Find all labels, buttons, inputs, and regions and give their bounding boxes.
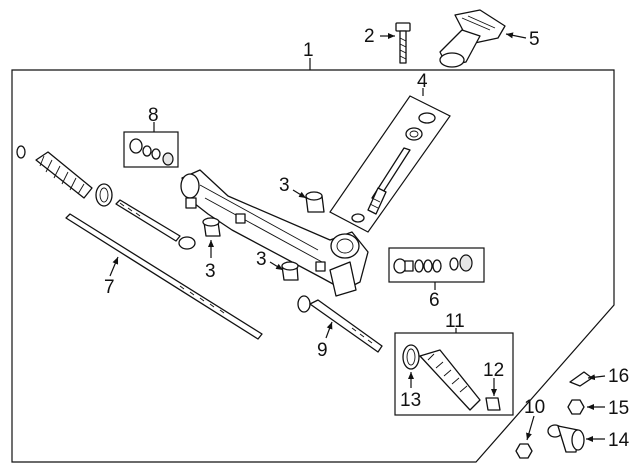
kit-6 [388,247,485,283]
assembly-border [11,69,615,463]
clip-part [569,371,593,387]
boot-cover-part [439,9,506,68]
bushing-3c [281,261,299,281]
inner-tie-rod-9 [297,295,383,353]
left-inner-tie-rod [115,199,196,250]
callout-7: 7 [104,277,115,298]
nut-part [567,399,585,415]
kit-11 [394,332,514,416]
callout-6: 6 [429,290,440,311]
bushing-3b [202,217,221,237]
callout-8: 8 [148,105,159,126]
nut-10 [515,443,533,459]
callout-3a: 3 [279,175,290,196]
left-boot [16,145,113,207]
callout-1: 1 [303,40,314,61]
leader-5 [505,32,527,39]
callout-15: 15 [608,398,629,419]
callout-11: 11 [445,311,465,332]
leader-16 [587,374,606,381]
tie-rod-end-part [547,424,585,453]
valve-assembly-4 [329,95,451,233]
callout-4: 4 [417,71,428,92]
callout-13: 13 [400,390,421,411]
bushing-3a [305,191,325,213]
kit-8 [123,131,179,168]
callout-10: 10 [524,397,545,418]
callout-3c: 3 [256,249,267,270]
leader-3c [269,261,284,271]
rack-housing [180,169,369,297]
bolt-part [395,22,411,64]
leader-7 [109,256,119,277]
leader-10 [526,415,535,441]
callout-9: 9 [317,340,328,361]
leader-9 [325,321,333,339]
callout-3b: 3 [205,261,216,282]
callout-5: 5 [529,29,540,50]
rack-shaft-7 [65,213,263,340]
callout-16: 16 [608,366,629,387]
callout-12: 12 [483,360,504,381]
callout-14: 14 [608,430,630,451]
leader-3a [292,189,307,199]
callout-2: 2 [364,26,375,47]
